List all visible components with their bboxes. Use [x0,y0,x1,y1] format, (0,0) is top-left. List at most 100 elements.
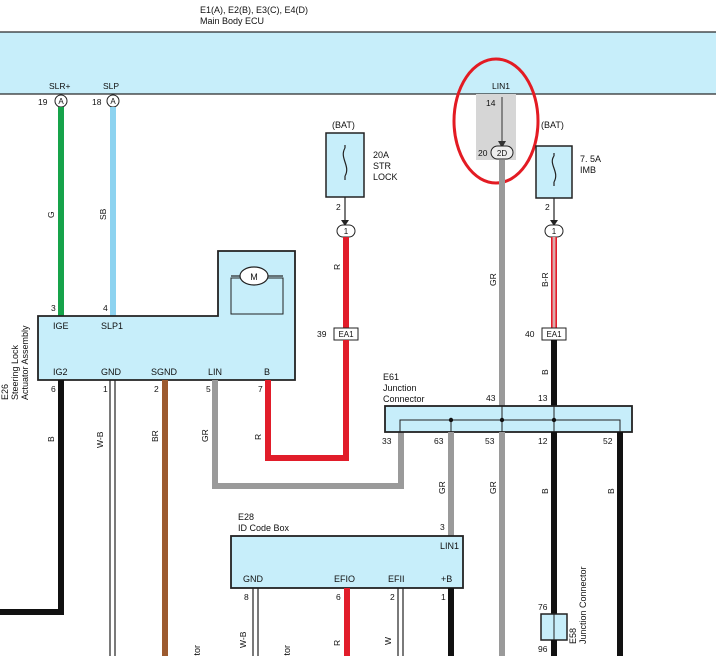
e61-box [384,405,633,433]
term-slp-pin: 18 [92,97,102,107]
e26-pin-2: 2 [154,384,159,394]
fuse1-pin: 2 [336,202,341,212]
e61-pin-52: 52 [603,436,613,446]
e26-code: E26 [0,384,10,400]
e26-gnd: GND [101,367,122,377]
e58-code: E58 [568,628,578,644]
wire-gr-mid-label: GR [488,481,498,494]
wire-r2-label: R [253,434,263,440]
e61-pin-53: 53 [485,436,495,446]
e26-pin-1: 1 [103,384,108,394]
e28-lin1: LIN1 [440,541,459,551]
e61-dot-12 [551,417,557,423]
wire-r3-label: R [332,640,342,646]
wire-wb-label: W-B [95,431,105,448]
fuse1-arrow [341,220,349,226]
ecu-connectors: E1(A), E2(B), E3(C), E4(D) [200,5,308,15]
fuse2-amp: 7. 5A [580,154,601,164]
e26-sgnd: SGND [151,367,178,377]
fuse1-amp: 20A [373,150,389,160]
e58-name: Junction Connector [578,566,588,644]
e28-name: ID Code Box [238,523,290,533]
ea1-left-pin: 39 [317,329,327,339]
fuse2-symbol [551,153,557,186]
e61-name1: Junction [383,383,417,393]
e28-pin-6: 6 [336,592,341,602]
wire-black-ig2 [0,380,64,615]
fuse1-bat: (BAT) [332,120,355,130]
e26-name2: Actuator Assembly [20,325,30,400]
fuse2-pin: 2 [545,202,550,212]
e26-pin-7: 7 [258,384,263,394]
highlight-circle [452,57,540,185]
clipped-text-1: ctor [192,645,202,656]
e61-bus [399,419,621,432]
ea1-right-label: EA1 [546,330,562,339]
wire-red-b [265,340,349,461]
e61-name2: Connector [383,394,425,404]
e28-top-pin: 3 [440,522,445,532]
wire-gray-lin [212,380,404,489]
ea1-right-pin: 40 [525,329,535,339]
term-slp-label: SLP [103,81,119,91]
e58-pin-bottom: 96 [538,644,548,654]
fuse2-arrow [550,220,558,226]
term-slp-conn-label: A [110,97,116,106]
e28-box [230,535,464,589]
e28-efii: EFII [388,574,405,584]
wire-gr-e28-label: GR [437,481,447,494]
e26-lin: LIN [208,367,222,377]
term-lin1-conn [490,145,514,160]
e28-b: +B [441,574,452,584]
e28-code: E28 [238,512,254,522]
e26-b: B [264,367,270,377]
e26-slp1: SLP1 [101,321,123,331]
fuse2-conn-label: 1 [552,227,557,236]
e26-name1: Steering Lock [10,344,20,400]
term-slr-pin: 19 [38,97,48,107]
fuse2-name1: IMB [580,165,596,175]
wire-b-e58-label: B [540,488,550,494]
fuse2-bat: (BAT) [541,120,564,130]
e26-pin-6: 6 [51,384,56,394]
wire-w-label: W [383,637,393,645]
ecu-name: Main Body ECU [200,16,264,26]
e61-pin-12: 12 [538,436,548,446]
e26-pin-4: 4 [103,303,108,313]
e61-dot-63 [448,417,454,423]
term-lin1-label: LIN1 [492,81,510,91]
e61-pin-33: 33 [382,436,392,446]
e28-gnd: GND [243,574,264,584]
e61-pin-43: 43 [486,393,496,403]
e61-pin-13: 13 [538,393,548,403]
term-lin1-pin: 20 [478,148,488,158]
e26-pin-3: 3 [51,303,56,313]
fuse1-name1: STR [373,161,392,171]
e26-ige: IGE [53,321,69,331]
main-body-ecu-box [0,31,716,95]
wire-r1-label: R [332,264,342,270]
e26-ig2: IG2 [53,367,68,377]
term-slr-label: SLR+ [49,81,71,91]
term-slr-conn-label: A [58,97,64,106]
wire-gr-lin1-label: GR [488,273,498,286]
wire-wb2-label: W-B [238,631,248,648]
e58-pin-top: 76 [538,602,548,612]
term-lin1-pin-top: 14 [486,98,496,108]
fuse1-symbol [342,145,348,180]
e28-efio: EFIO [334,574,355,584]
fuse1-name2: LOCK [373,172,398,182]
wire-b-ig2-label: B [46,436,56,442]
e28-pin-1: 1 [441,592,446,602]
wire-sb-label: SB [98,208,108,220]
e28-pin-2: 2 [390,592,395,602]
motor-label: M [250,272,258,282]
clipped-text-2: ctor [282,645,292,656]
e61-dot-53 [499,417,505,423]
e26-pin-5: 5 [206,384,211,394]
e28-pin-8: 8 [244,592,249,602]
term-lin1-conn-label: 2D [497,149,507,158]
wire-br-label: BR [150,430,160,442]
wire-g-label: G [46,211,56,218]
